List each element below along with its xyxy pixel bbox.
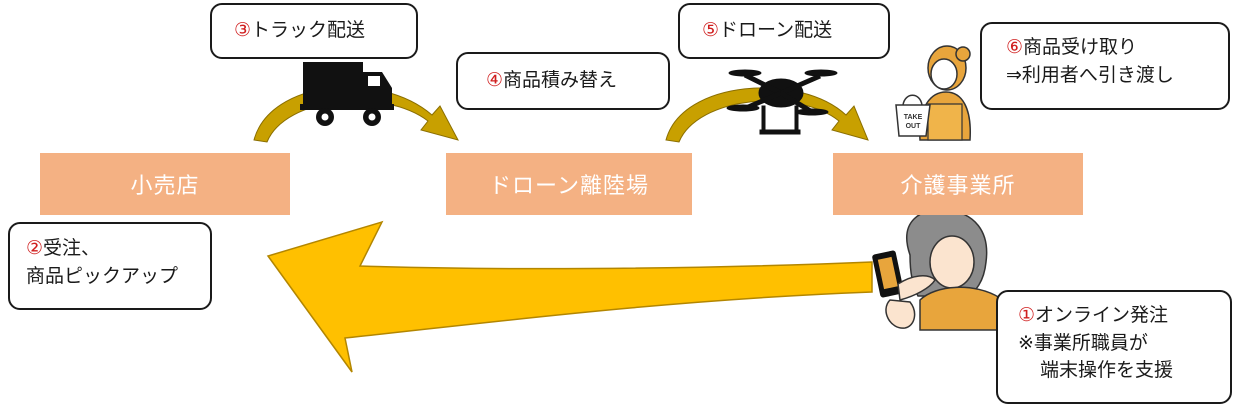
step-4-number: ④ [486,69,504,91]
step-1-text-line-1: オンライン発注 [1035,304,1169,326]
step-1-callout: ①オンライン発注 ※事業所職員が 端末操作を支援 [996,290,1232,404]
step-5-text: ドローン配送 [719,19,833,41]
step-4-text: 商品積み替え [503,69,618,91]
step-1-number: ① [1018,304,1036,326]
step-1-text-line-3: 端末操作を支援 [1040,359,1174,382]
step-3-text: トラック配送 [251,19,366,41]
step-5-number: ⑤ [702,19,720,41]
bag-text-line-1: TAKE [904,114,923,121]
step-3-callout: ③トラック配送 [210,3,418,59]
elderly-woman-phone-icon [872,209,1001,331]
location-care-facility: 介護事業所 [833,153,1083,215]
step-1-text-line-2: ※事業所職員が [1018,331,1148,354]
drone-icon [726,69,838,135]
order-flow-arrow [266,220,873,373]
bag-text-line-2: OUT [906,123,922,130]
step-6-number: ⑥ [1006,36,1024,58]
step-6-text-line-2: ⇒利用者へ引き渡し [1006,63,1174,86]
location-drone-port: ドローン離陸場 [446,153,692,215]
drone-route-arrow [665,87,869,143]
step-4-callout: ④商品積み替え [456,52,670,110]
step-5-callout: ⑤ドローン配送 [678,3,890,59]
step-2-callout: ②受注、 商品ピックアップ [8,222,212,310]
step-2-number: ② [26,237,44,259]
location-store: 小売店 [40,153,290,215]
step-6-text-line-1: 商品受け取り [1023,36,1138,58]
staff-woman-icon [895,45,971,141]
step-3-number: ③ [234,19,252,41]
step-2-text-line-1: 受注、 [43,237,101,259]
step-6-callout: ⑥商品受け取り ⇒利用者へ引き渡し [980,22,1230,110]
step-2-text-line-2: 商品ピックアップ [26,264,179,287]
truck-icon [300,62,394,126]
